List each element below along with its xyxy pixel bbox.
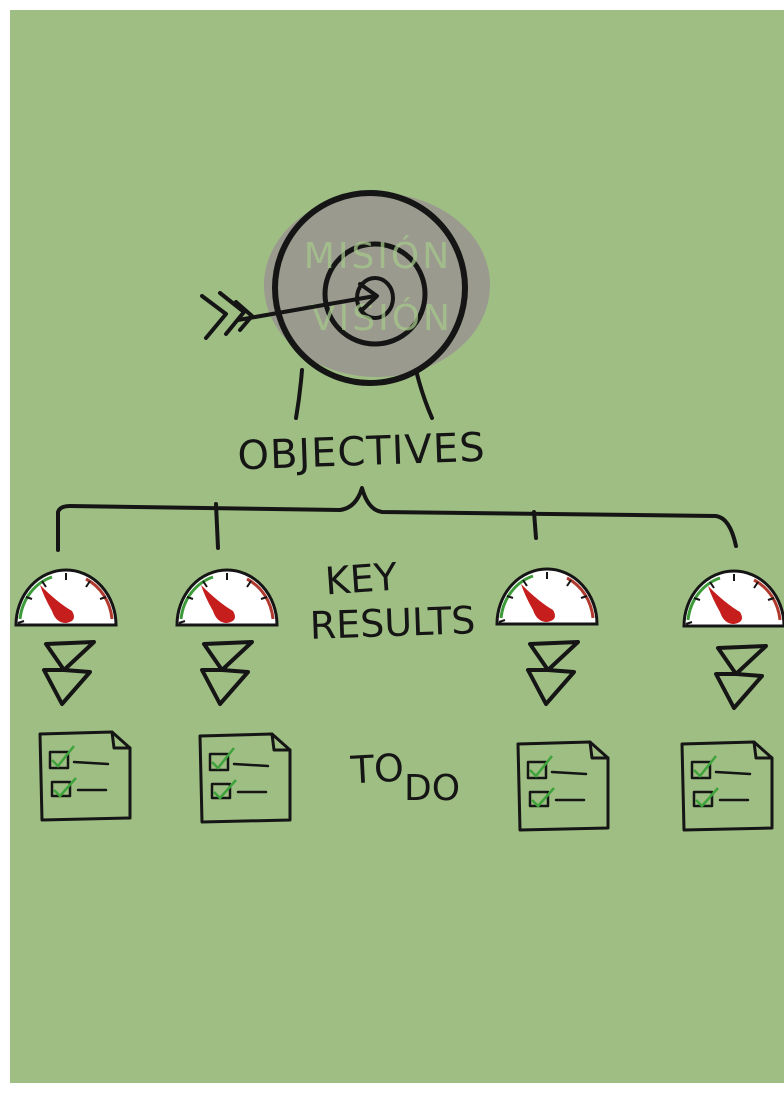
gauge-icon bbox=[495, 567, 599, 626]
objectives-label: OBJECTIVES bbox=[237, 425, 487, 480]
todo-document-icon bbox=[680, 740, 774, 832]
down-arrow-icon bbox=[42, 640, 96, 706]
todo-document-icon bbox=[198, 732, 292, 824]
arrow-icon bbox=[200, 282, 379, 340]
target-icon: MISIÓN VISIÓN bbox=[200, 190, 490, 420]
target-gray-disc bbox=[264, 193, 490, 377]
gauge-icon bbox=[14, 568, 118, 627]
gauge-icon bbox=[682, 569, 784, 628]
todo-label-line1: TO bbox=[349, 746, 405, 793]
down-arrow-icon bbox=[526, 640, 580, 706]
down-arrow-icon bbox=[200, 640, 254, 706]
gauge-icon bbox=[175, 568, 279, 627]
key-results-label-line1: KEY bbox=[324, 555, 400, 604]
todo-label-line2: DO bbox=[404, 768, 460, 809]
todo-document-icon bbox=[38, 730, 132, 822]
diagram-canvas: MISIÓN VISIÓN OBJECTIVES bbox=[10, 10, 784, 1083]
target-middle-ring bbox=[322, 241, 428, 347]
objectives-brace bbox=[56, 486, 738, 552]
down-arrow-icon bbox=[714, 644, 768, 710]
target-leg-left bbox=[294, 368, 304, 420]
okr-diagram: MISIÓN VISIÓN OBJECTIVES bbox=[14, 190, 784, 832]
key-results-label-line2: RESULTS bbox=[309, 598, 476, 648]
mission-text: MISIÓN bbox=[304, 235, 452, 277]
target-outer-ring bbox=[272, 190, 468, 386]
target-leg-right bbox=[414, 368, 434, 420]
todo-document-icon bbox=[516, 740, 610, 832]
